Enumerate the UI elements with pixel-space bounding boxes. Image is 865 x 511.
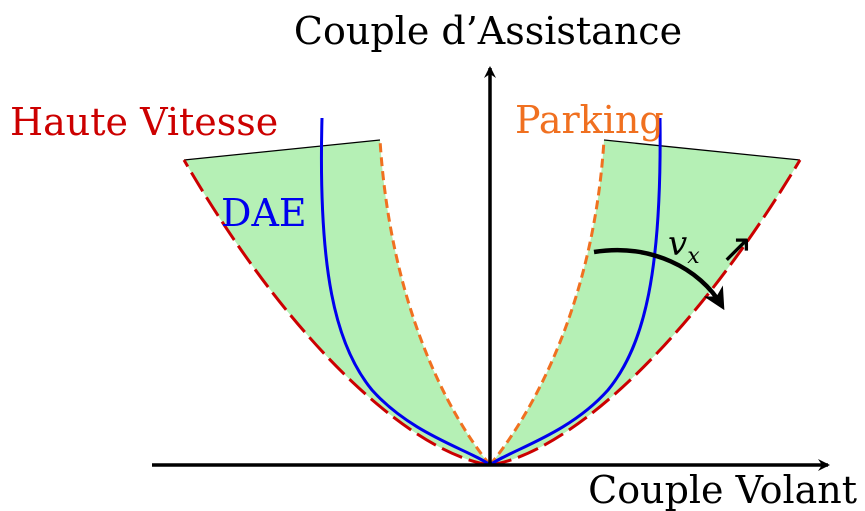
horizontal-axis-label: Couple Volant [588,468,857,511]
parking-label: Parking [515,98,664,142]
dae-curve-right [489,117,662,467]
left-region-top-edge [183,139,381,161]
speed-variable-subscript: x [687,244,700,269]
increase-arrow-icon: ↗ [720,226,754,272]
parking-curve-left [378,139,492,466]
speed-increase-arrow [593,247,725,311]
right-assist-region [490,140,800,465]
dae-label: DAE [221,191,307,235]
high-speed-curve-left [182,159,491,467]
high-speed-label: Haute Vitesse [10,100,278,144]
vertical-axis-label: Couple d’Assistance [294,9,682,53]
parking-curve-right [488,139,606,466]
high-speed-curve-right [489,159,802,467]
speed-variable: v [668,224,687,264]
left-assist-region [184,140,490,465]
right-region-top-edge [603,139,801,161]
dae-curve-left [319,117,491,467]
speed-variable-label: vx [668,224,700,269]
